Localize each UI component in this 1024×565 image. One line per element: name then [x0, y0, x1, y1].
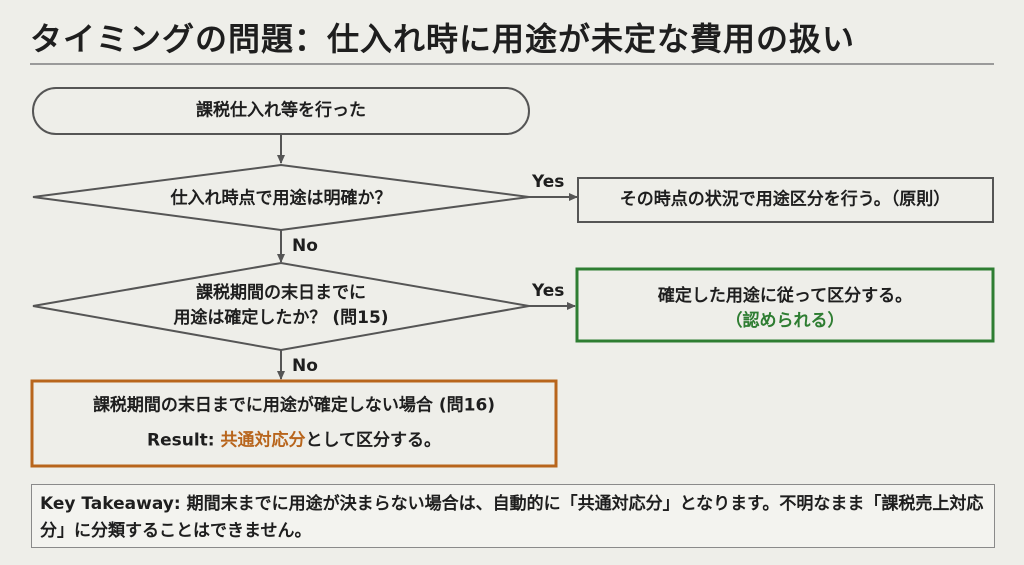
result3-suffix: として区分する。	[305, 430, 442, 451]
result2-text: 確定した用途に従って区分する。 （認められる）	[658, 284, 912, 334]
result3-line1: 課税期間の末日までに用途が確定しない場合 (問16)	[92, 395, 496, 416]
result3-prefix: Result:	[146, 430, 221, 451]
decision1-yes-label: Yes	[532, 172, 565, 192]
start-text: 課税仕入れ等を行った	[196, 100, 366, 121]
key-takeaway-box: Key Takeaway: 期間末までに用途が決まらない場合は、自動的に「共通対…	[31, 484, 995, 548]
result3-highlight: 共通対応分	[220, 430, 306, 451]
decision2-line1: 課税期間の末日までに	[196, 283, 366, 303]
decision2-no-label: No	[292, 356, 318, 376]
page-title: タイミングの問題：仕入れ時に用途が未定な費用の扱い	[30, 20, 856, 58]
result3-line2: Result: 共通対応分として区分する。	[147, 429, 441, 454]
result3-box	[30, 379, 558, 468]
decision1-text: 仕入れ時点で用途は明確か？	[170, 188, 392, 209]
decision2-line2: 用途は確定したか？ (問15)	[173, 308, 389, 328]
result2-box	[575, 267, 995, 343]
result1-box	[577, 177, 994, 223]
result2-line2: （認められる）	[725, 311, 845, 331]
decision2-text: 課税期間の末日までに 用途は確定したか？ (問15)	[173, 281, 388, 331]
result2-line1: 確定した用途に従って区分する。	[657, 286, 913, 306]
decision1-no-label: No	[292, 236, 318, 256]
result1-text: その時点の状況で用途区分を行う。（原則）	[619, 189, 951, 210]
decision2-yes-label: Yes	[532, 281, 565, 301]
